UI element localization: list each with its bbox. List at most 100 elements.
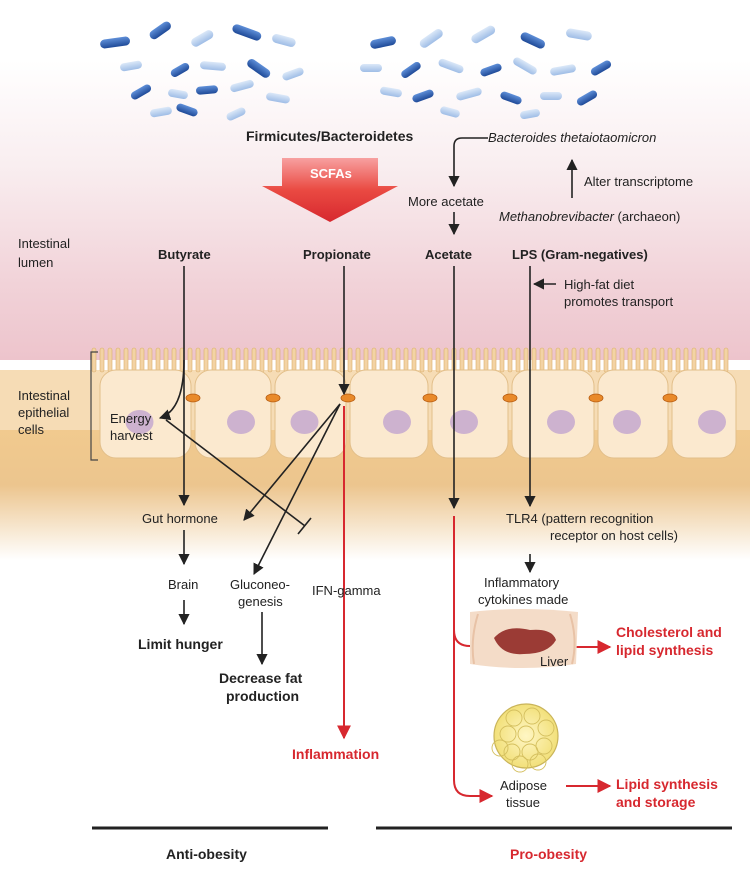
arrow-butyrate-to-energy [158, 359, 185, 421]
microvillus [491, 347, 497, 373]
fat-cell [503, 743, 521, 761]
highfat-label-2: promotes transport [564, 294, 674, 309]
microvillus [531, 347, 537, 373]
microvillus [579, 347, 585, 373]
microvillus [203, 347, 209, 373]
fat-cell [529, 753, 547, 771]
tight-junction [662, 393, 678, 403]
microvillus [419, 347, 425, 373]
inflammation-label: Inflammation [292, 746, 380, 762]
epithelial-label-2: epithelial [18, 405, 70, 420]
microvillus [563, 347, 569, 373]
brain-label: Brain [168, 577, 199, 592]
tlr4-label-1: TLR4 (pattern recognition [506, 511, 654, 526]
microvillus [187, 347, 193, 373]
fat-cell [537, 719, 555, 737]
microvillus [235, 347, 241, 373]
microvillus [475, 347, 481, 373]
arrow-propionate-to-gluco [253, 403, 341, 575]
limit-hunger-label: Limit hunger [138, 636, 223, 652]
epithelial-label-3: cells [18, 422, 45, 437]
microvillus [635, 347, 641, 373]
microvillus [211, 347, 217, 373]
cell-nucleus [383, 410, 411, 434]
gut-hormone-label: Gut hormone [142, 511, 218, 526]
microvillus [555, 347, 561, 373]
microvillus [427, 347, 433, 373]
fat-cell [511, 755, 529, 773]
cholesterol-label-2: lipid synthesis [616, 642, 714, 658]
decrease-fat-label-2: production [226, 688, 300, 704]
microvillus [707, 347, 713, 373]
propionate-label: Propionate [303, 247, 371, 262]
microvillus [643, 347, 649, 373]
microvillus [403, 347, 409, 373]
microvillus [627, 347, 633, 373]
microvillus [155, 347, 161, 373]
microvillus [363, 347, 369, 373]
microvillus [123, 347, 129, 373]
microvillus [699, 347, 705, 373]
microvillus [139, 347, 145, 373]
tight-junction [185, 393, 201, 403]
anti-obesity-label: Anti-obesity [166, 846, 247, 862]
ifn-gamma-label: IFN-gamma [312, 583, 381, 598]
microvillus [659, 347, 665, 373]
microvillus [91, 347, 97, 373]
cell-nucleus [227, 410, 255, 434]
microvillus [459, 347, 465, 373]
microvillus [603, 347, 609, 373]
microvillus [107, 347, 113, 373]
microvillus [595, 347, 601, 373]
cell-nucleus [290, 410, 319, 434]
microvillus [227, 347, 233, 373]
pro-obesity-label: Pro-obesity [510, 846, 588, 862]
microvillus [315, 347, 321, 373]
firmicutes-label: Firmicutes/Bacteroidetes [246, 128, 414, 144]
fat-cell [491, 739, 509, 757]
microvillus [283, 347, 289, 373]
microvillus [483, 347, 489, 373]
microvillus [715, 347, 721, 373]
more-acetate-label: More acetate [408, 194, 484, 209]
microvillus [515, 347, 521, 373]
butyrate-label: Butyrate [158, 247, 211, 262]
microvillus [667, 347, 673, 373]
cell-nucleus [698, 410, 726, 434]
microvillus [587, 347, 593, 373]
microvillus [499, 347, 505, 373]
methanobrevibacter-name: Methanobrevibacter [499, 209, 614, 224]
microvillus [323, 347, 329, 373]
adipose-label-1: Adipose [500, 778, 547, 793]
microvillus [291, 347, 297, 373]
microvillus [675, 347, 681, 373]
cytokines-label-1: Inflammatory [484, 575, 560, 590]
microvillus [331, 347, 337, 373]
microvillus [539, 347, 545, 373]
microvillus [195, 347, 201, 373]
fat-cell [517, 725, 535, 743]
microvillus [467, 347, 473, 373]
decrease-fat-label-1: Decrease fat [219, 670, 303, 686]
lps-label: LPS (Gram-negatives) [512, 247, 648, 262]
microvillus [163, 347, 169, 373]
tight-junction [422, 393, 438, 403]
energy-label-2: harvest [110, 428, 153, 443]
fat-cell [499, 725, 517, 743]
microvillus [683, 347, 689, 373]
highfat-label-1: High-fat diet [564, 277, 635, 292]
microvillus [267, 347, 273, 373]
energy-label-1: Energy [110, 411, 152, 426]
cell-nucleus [125, 410, 154, 434]
microvillus [651, 347, 657, 373]
microvillus [307, 347, 313, 373]
archaeon-label: (archaeon) [613, 209, 681, 224]
microvillus [219, 347, 225, 373]
microvillus [611, 347, 617, 373]
tlr4-label-2: receptor on host cells) [550, 528, 678, 543]
microvillus [251, 347, 257, 373]
arrow-propionate-to-hormone [243, 403, 341, 521]
lipid-storage-label-2: and storage [616, 794, 696, 810]
arrow-bacteroides-to-acetate [448, 137, 488, 188]
